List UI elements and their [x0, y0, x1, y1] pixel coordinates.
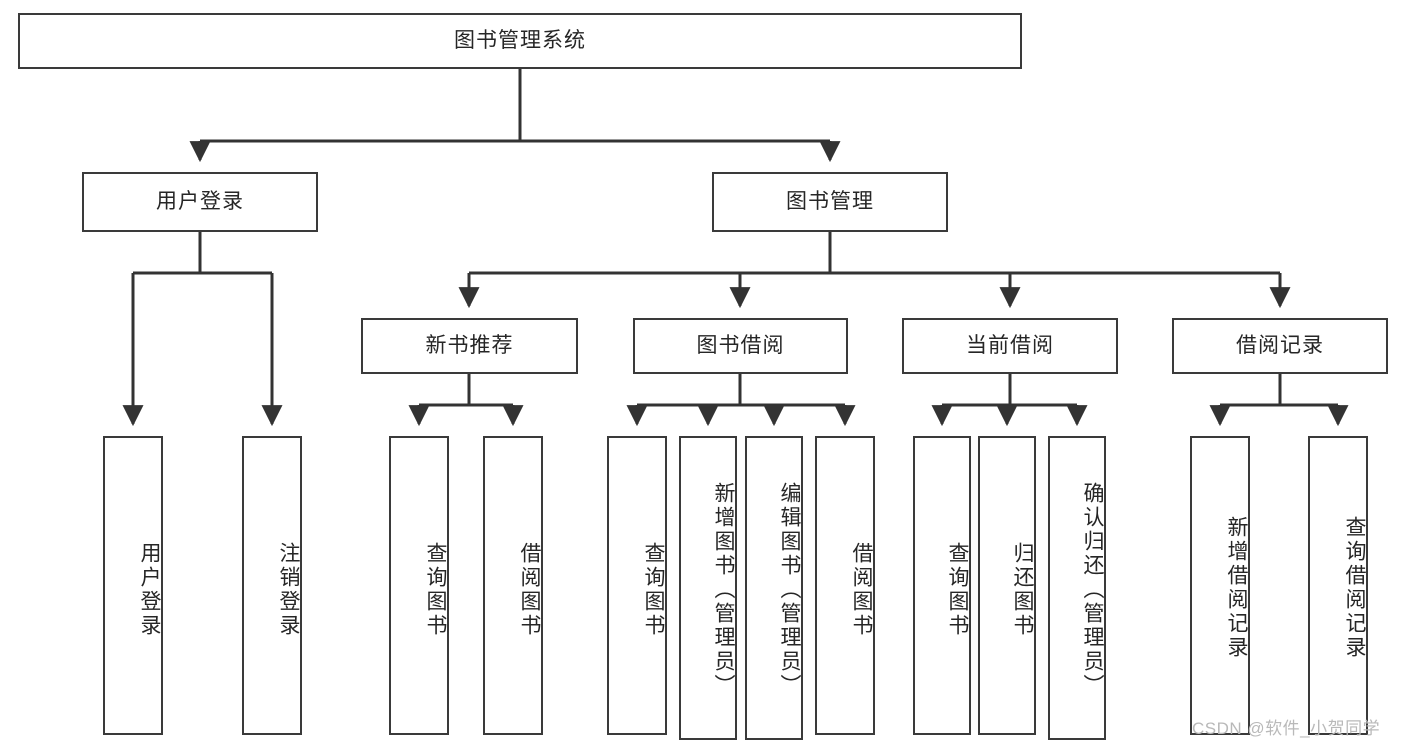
node-leaf-query-book-1: 查询图书	[389, 436, 449, 735]
node-leaf-confirm-return: 确认归还（管理员）	[1048, 436, 1106, 740]
csdn-watermark: CSDN @软件_小贺同学	[1192, 719, 1381, 738]
node-leaf-query-book-2: 查询图书	[607, 436, 667, 735]
node-leaf-logout: 注销登录	[242, 436, 302, 735]
root-node: 图书管理系统	[18, 13, 1022, 69]
node-book-borrow: 图书借阅	[633, 318, 848, 374]
node-book-manage: 图书管理	[712, 172, 948, 232]
node-leaf-add-book: 新增图书（管理员）	[679, 436, 737, 740]
node-leaf-return-book: 归还图书	[978, 436, 1036, 735]
node-leaf-borrow-book-1: 借阅图书	[483, 436, 543, 735]
node-new-book-recommend: 新书推荐	[361, 318, 578, 374]
node-leaf-query-book-3: 查询图书	[913, 436, 971, 735]
node-user-login: 用户登录	[82, 172, 318, 232]
node-leaf-query-record: 查询借阅记录	[1308, 436, 1368, 735]
node-borrow-record: 借阅记录	[1172, 318, 1388, 374]
node-leaf-edit-book: 编辑图书（管理员）	[745, 436, 803, 740]
node-current-borrow: 当前借阅	[902, 318, 1118, 374]
node-leaf-user-login: 用户登录	[103, 436, 163, 735]
node-leaf-borrow-book-2: 借阅图书	[815, 436, 875, 735]
node-leaf-add-record: 新增借阅记录	[1190, 436, 1250, 735]
